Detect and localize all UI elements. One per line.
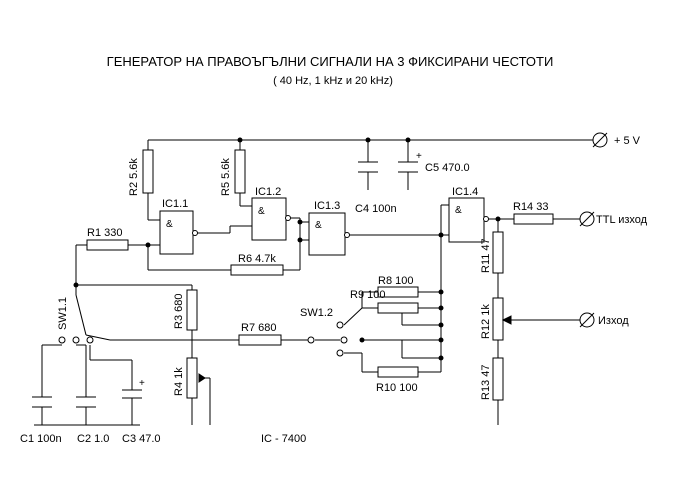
supply-label: + 5 V [614,135,641,147]
switch-sw1-1-label: SW1.1 [57,297,69,330]
ic-label: IC - 7400 [261,433,306,445]
resistor-r3-label: R3 680 [173,294,185,329]
resistor-r12-label: R12 1k [480,304,492,339]
ttl-output-label: TTL изход [596,214,648,226]
resistor-r1-label: R1 330 [87,227,122,239]
gate-ic1-1: & [159,210,198,255]
diagram-subtitle: ( 40 Hz, 1 kHz и 20 kHz) [273,75,393,87]
resistor-r12 [492,297,504,341]
capacitor-c5-label: C5 470.0 [425,162,470,174]
junction-dots [73,137,501,361]
diagram-title: ГЕНЕРАТОР НА ПРАВОЪГЪЛНИ СИГНАЛИ НА 3 ФИ… [107,54,554,69]
resistor-r11-label: R11 47 [480,238,492,273]
gate-ic1-1-symbol: & [166,219,173,230]
resistor-r7 [238,334,282,346]
capacitor-c2 [76,396,96,408]
resistor-r14 [513,213,554,225]
switch-sw1-2-label: SW1.2 [300,307,333,319]
gate-ic1-4: & [448,197,489,243]
resistor-r9-label: R9 100 [350,289,385,301]
capacitor-c4 [358,161,378,173]
resistor-r8 [377,286,419,298]
resistor-r6 [230,264,284,276]
resistor-r4-wiper [198,373,206,383]
gate-ic1-4-label: IC1.4 [452,186,478,198]
resistor-r13-label: R13 47 [480,365,492,400]
resistor-r4-label: R4 1k [173,367,185,396]
wires [34,139,593,426]
resistor-r12-wiper [501,315,512,325]
resistor-r11 [492,231,504,274]
resistor-r5-label: R5 5.6k [220,158,232,196]
resistor-r2 [142,149,154,194]
output-terminal [579,312,595,328]
resistor-r2-label: R2 5.6k [128,158,140,196]
resistor-r10 [377,366,419,378]
switch-sw1-2 [307,321,348,357]
resistor-r6-label: R6 4.7k [238,253,276,265]
capacitor-c1-label: C1 100n [20,433,62,445]
gate-ic1-3: & [308,212,350,256]
resistor-r4 [186,357,198,399]
capacitor-c3-plus: + [139,378,145,389]
gate-ic1-2: & [251,197,291,241]
capacitor-c5: + [398,151,422,173]
resistor-r5 [234,149,246,194]
switch-sw1-1 [58,336,94,344]
capacitor-c3-label: C3 47.0 [122,433,161,445]
capacitor-c2-label: C2 1.0 [77,433,109,445]
output-label: Изход [598,315,629,327]
resistor-r3 [186,289,198,331]
gate-ic1-1-label: IC1.1 [162,198,188,210]
supply-terminal [592,132,608,148]
gate-ic1-3-symbol: & [315,220,322,231]
resistor-r14-label: R14 33 [513,201,548,213]
resistor-r10-label: R10 100 [376,382,418,394]
gate-ic1-4-symbol: & [455,205,462,216]
capacitor-c1 [32,396,52,408]
gate-ic1-2-label: IC1.2 [255,186,281,198]
gate-ic1-2-symbol: & [258,206,265,217]
capacitor-c3: + [122,378,145,399]
resistor-r13 [492,357,504,401]
resistor-r8-label: R8 100 [378,275,413,287]
gate-ic1-3-label: IC1.3 [314,200,340,212]
ttl-output-terminal [579,211,595,227]
capacitor-c4-label: C4 100n [355,203,397,215]
resistor-r1 [86,239,129,251]
capacitor-c5-plus: + [416,151,422,162]
resistor-r7-label: R7 680 [241,322,276,334]
resistor-r9 [377,302,419,314]
